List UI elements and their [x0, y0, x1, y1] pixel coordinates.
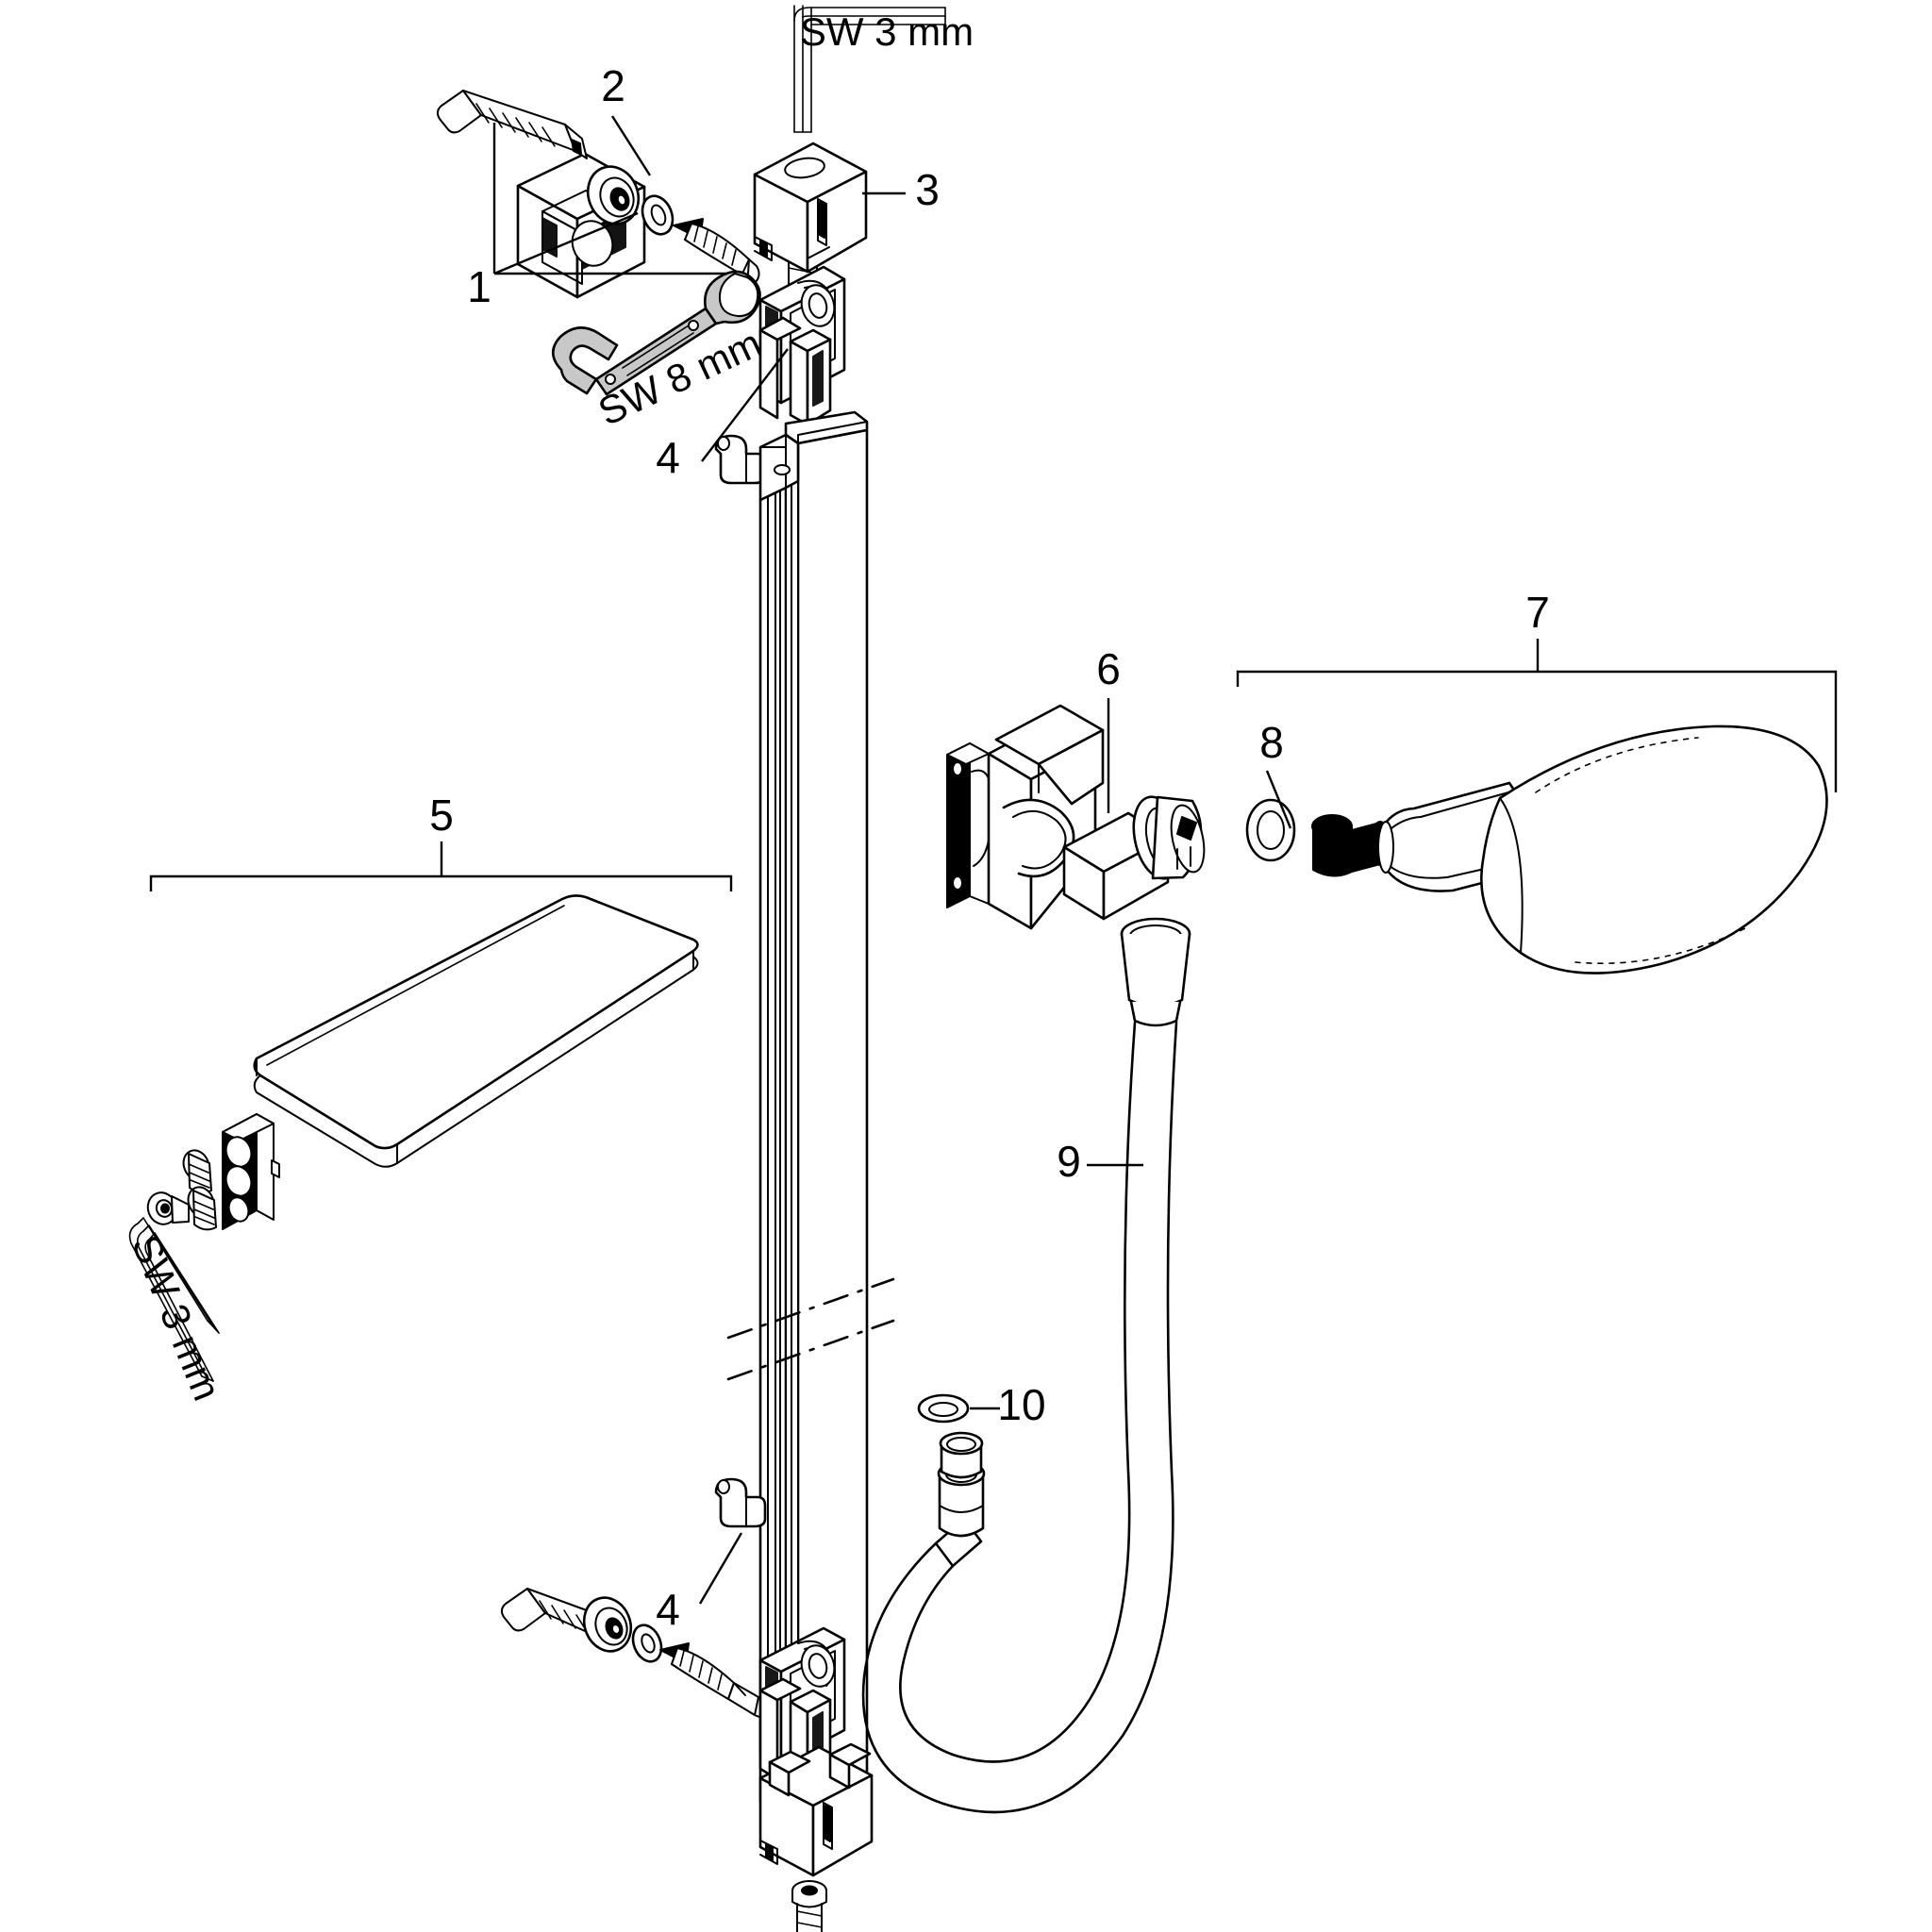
rail-break-line-upper	[726, 1277, 895, 1340]
lower-rail-bracket-icon	[758, 1626, 846, 1788]
leader-line-4-lower	[698, 1532, 743, 1605]
leader-line-1b	[493, 211, 639, 275]
shelf-icon	[253, 894, 699, 1168]
lower-cover-cap-icon	[758, 1742, 874, 1877]
bottom-set-screw-icon	[791, 1880, 827, 1932]
shower-hose-icon	[861, 917, 1191, 1814]
lag-screw-icon	[673, 218, 760, 284]
callout-7: 7	[1525, 588, 1550, 637]
hex-key-bottom-icon	[128, 1217, 220, 1382]
rail-break-line-lower	[726, 1319, 895, 1381]
leader-line-8	[1265, 770, 1292, 829]
callout-3: 3	[915, 165, 940, 214]
shelf-mount-plate-icon	[222, 1113, 280, 1230]
washer-stack-lower-icon	[582, 1596, 663, 1663]
callout-5: 5	[429, 791, 454, 840]
set-screw-lower-icon	[714, 1477, 767, 1528]
knurled-insert-lower-icon	[187, 1186, 217, 1231]
shower-rail-icon	[758, 410, 869, 1804]
leader-line-4-upper	[701, 348, 789, 462]
shelf-grub-screw-icon	[146, 1191, 190, 1225]
callout-2: 2	[601, 61, 625, 110]
tool-label-sw3-top: SW 3 mm	[800, 9, 974, 54]
callout-10: 10	[997, 1380, 1045, 1429]
washer-stack-icon	[586, 165, 675, 236]
knurled-insert-upper-icon	[182, 1149, 212, 1194]
open-end-wrench-icon	[551, 270, 761, 396]
callout-1: 1	[467, 262, 491, 311]
hex-key-top-icon	[793, 5, 946, 133]
handshower-icon	[1311, 724, 1828, 974]
set-screw-upper-icon	[714, 434, 767, 485]
handshower-gasket-icon	[1245, 798, 1296, 862]
callout-6: 6	[1096, 644, 1121, 693]
callout-4-lower: 4	[656, 1585, 680, 1634]
handshower-holder-icon	[946, 704, 1206, 930]
wall-plug-icon	[436, 90, 588, 159]
upper-cover-cap-icon	[753, 142, 868, 274]
callout-8: 8	[1259, 718, 1284, 767]
callout-4-upper: 4	[656, 433, 680, 482]
hose-gasket-icon	[917, 1393, 970, 1424]
leader-line-2	[610, 115, 652, 176]
upper-rail-bracket-icon	[758, 265, 846, 426]
callout-9: 9	[1057, 1137, 1081, 1186]
tool-label-sw3-bottom: SW 3 mm	[124, 1228, 230, 1407]
bracket-line-5	[149, 874, 733, 891]
